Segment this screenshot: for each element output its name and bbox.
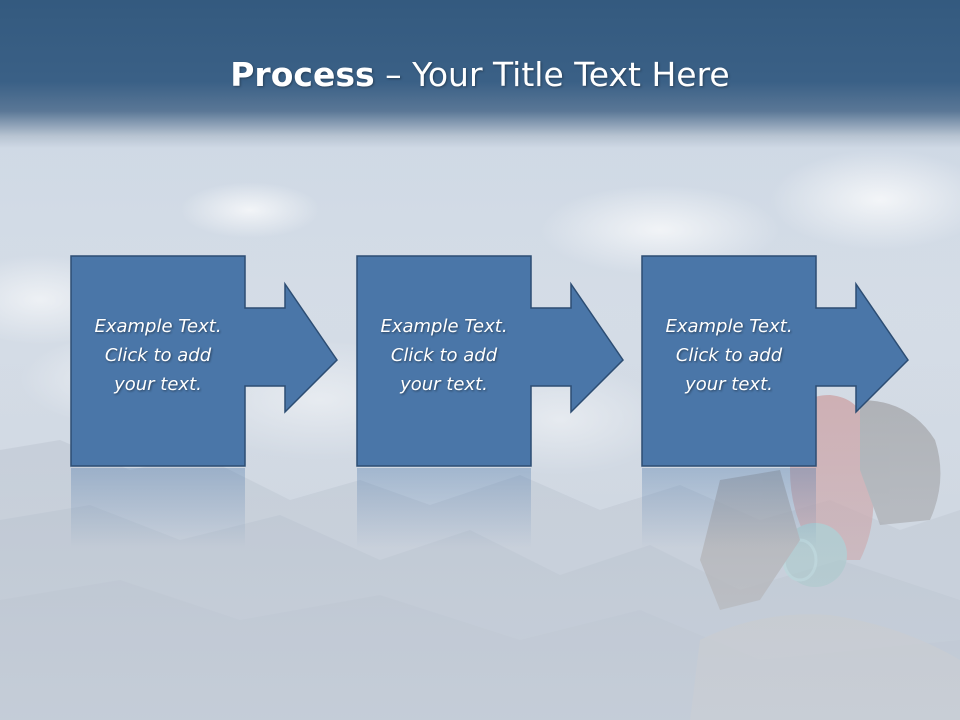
step-text[interactable]: Example Text. Click to add your text. <box>71 312 245 399</box>
title-bold: Process <box>230 55 375 94</box>
step-line-2: Click to add <box>390 345 498 366</box>
step-text[interactable]: Example Text. Click to add your text. <box>357 312 531 399</box>
step-line-1: Example Text. <box>665 316 793 337</box>
title-bar <box>0 0 960 148</box>
step-line-3: your text. <box>685 374 773 395</box>
step-line-1: Example Text. <box>94 316 222 337</box>
step-line-2: Click to add <box>104 345 212 366</box>
slide-title[interactable]: Process – Your Title Text Here <box>0 52 960 98</box>
step-shape <box>70 255 338 548</box>
process-step[interactable]: Example Text. Click to add your text. <box>70 255 341 556</box>
step-line-1: Example Text. <box>380 316 508 337</box>
title-rest: – Your Title Text Here <box>374 55 730 94</box>
step-shape <box>356 255 624 548</box>
step-line-3: your text. <box>400 374 488 395</box>
process-step[interactable]: Example Text. Click to add your text. <box>356 255 627 556</box>
step-text[interactable]: Example Text. Click to add your text. <box>642 312 816 399</box>
step-line-3: your text. <box>114 374 202 395</box>
process-step[interactable]: Example Text. Click to add your text. <box>641 255 912 556</box>
step-line-2: Click to add <box>675 345 783 366</box>
step-shape <box>641 255 909 548</box>
